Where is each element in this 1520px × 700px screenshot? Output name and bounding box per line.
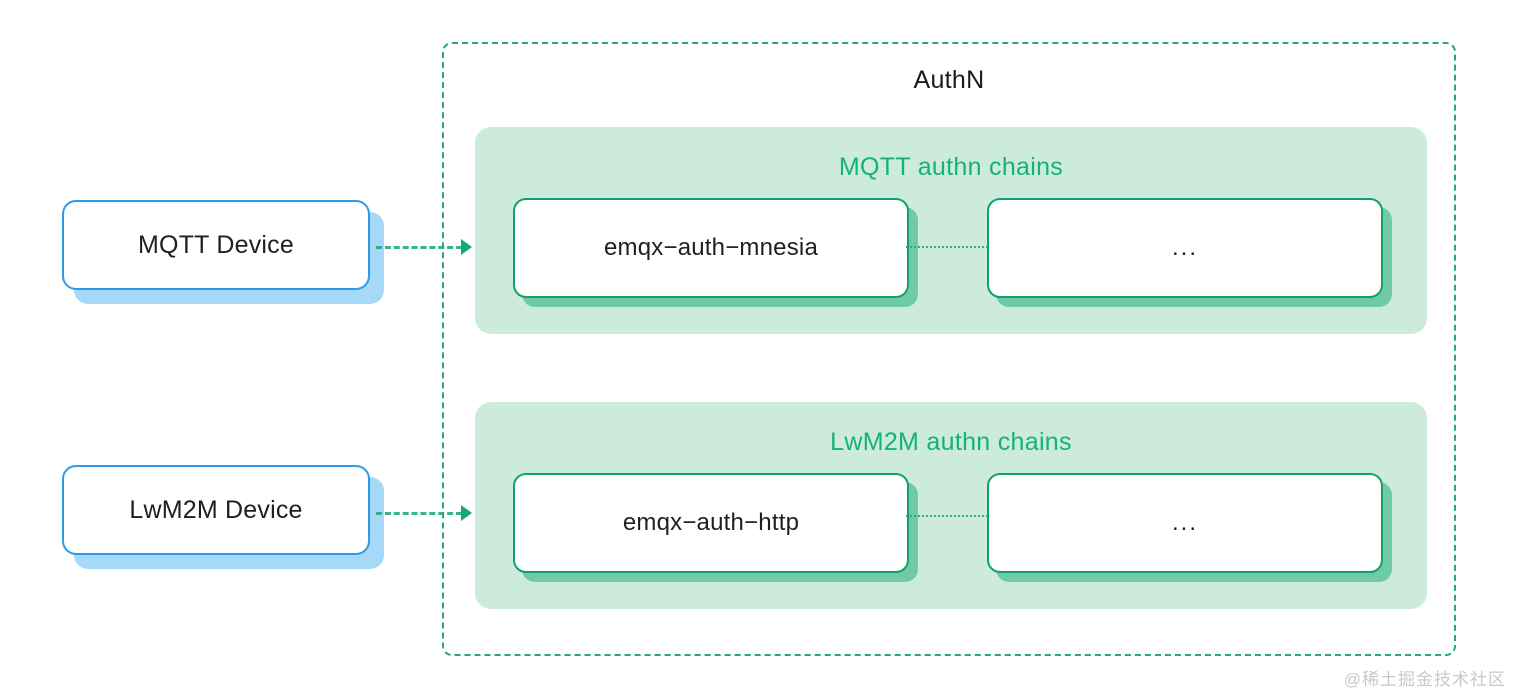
arrow-head-icon [461,505,472,521]
authenticator-box-mqtt-primary[interactable]: emqx−auth−mnesia [513,198,918,307]
chain-panel-title: LwM2M authn chains [830,428,1072,456]
chain-panel-mqtt: MQTT authn chains emqx−auth−mnesia ... [475,127,1427,334]
connector-lwm2m-chain-nodes [906,515,988,517]
authenticator-box-lwm2m-more[interactable]: ... [987,473,1392,582]
authenticator-label: ... [1171,234,1198,261]
chain-panel-title: MQTT authn chains [838,153,1064,181]
authenticator-box-face: ... [987,198,1383,298]
authenticator-box-face: ... [987,473,1383,573]
authn-title: AuthN [913,66,985,94]
authenticator-box-mqtt-more[interactable]: ... [987,198,1392,307]
connector-mqtt-device-to-chain [376,246,462,249]
authenticator-label: emqx−auth−http [622,509,800,536]
authn-container: AuthN MQTT authn chains emqx−auth−mnesia… [442,42,1456,656]
device-node-face: MQTT Device [62,200,370,290]
device-node-mqtt[interactable]: MQTT Device [62,200,384,304]
watermark: @稀土掘金技术社区 [1343,670,1506,689]
connector-mqtt-chain-nodes [906,246,988,248]
device-node-label: MQTT Device [138,230,294,259]
arrow-head-icon [461,239,472,255]
device-node-face: LwM2M Device [62,465,370,555]
authenticator-label: ... [1171,509,1198,536]
authenticator-label: emqx−auth−mnesia [604,234,818,261]
authenticator-box-face: emqx−auth−mnesia [513,198,909,298]
authenticator-box-lwm2m-primary[interactable]: emqx−auth−http [513,473,918,582]
connector-lwm2m-device-to-chain [376,512,462,515]
chain-panel-lwm2m: LwM2M authn chains emqx−auth−http ... [475,402,1427,609]
device-node-lwm2m[interactable]: LwM2M Device [62,465,384,569]
authenticator-box-face: emqx−auth−http [513,473,909,573]
device-node-label: LwM2M Device [129,495,303,524]
